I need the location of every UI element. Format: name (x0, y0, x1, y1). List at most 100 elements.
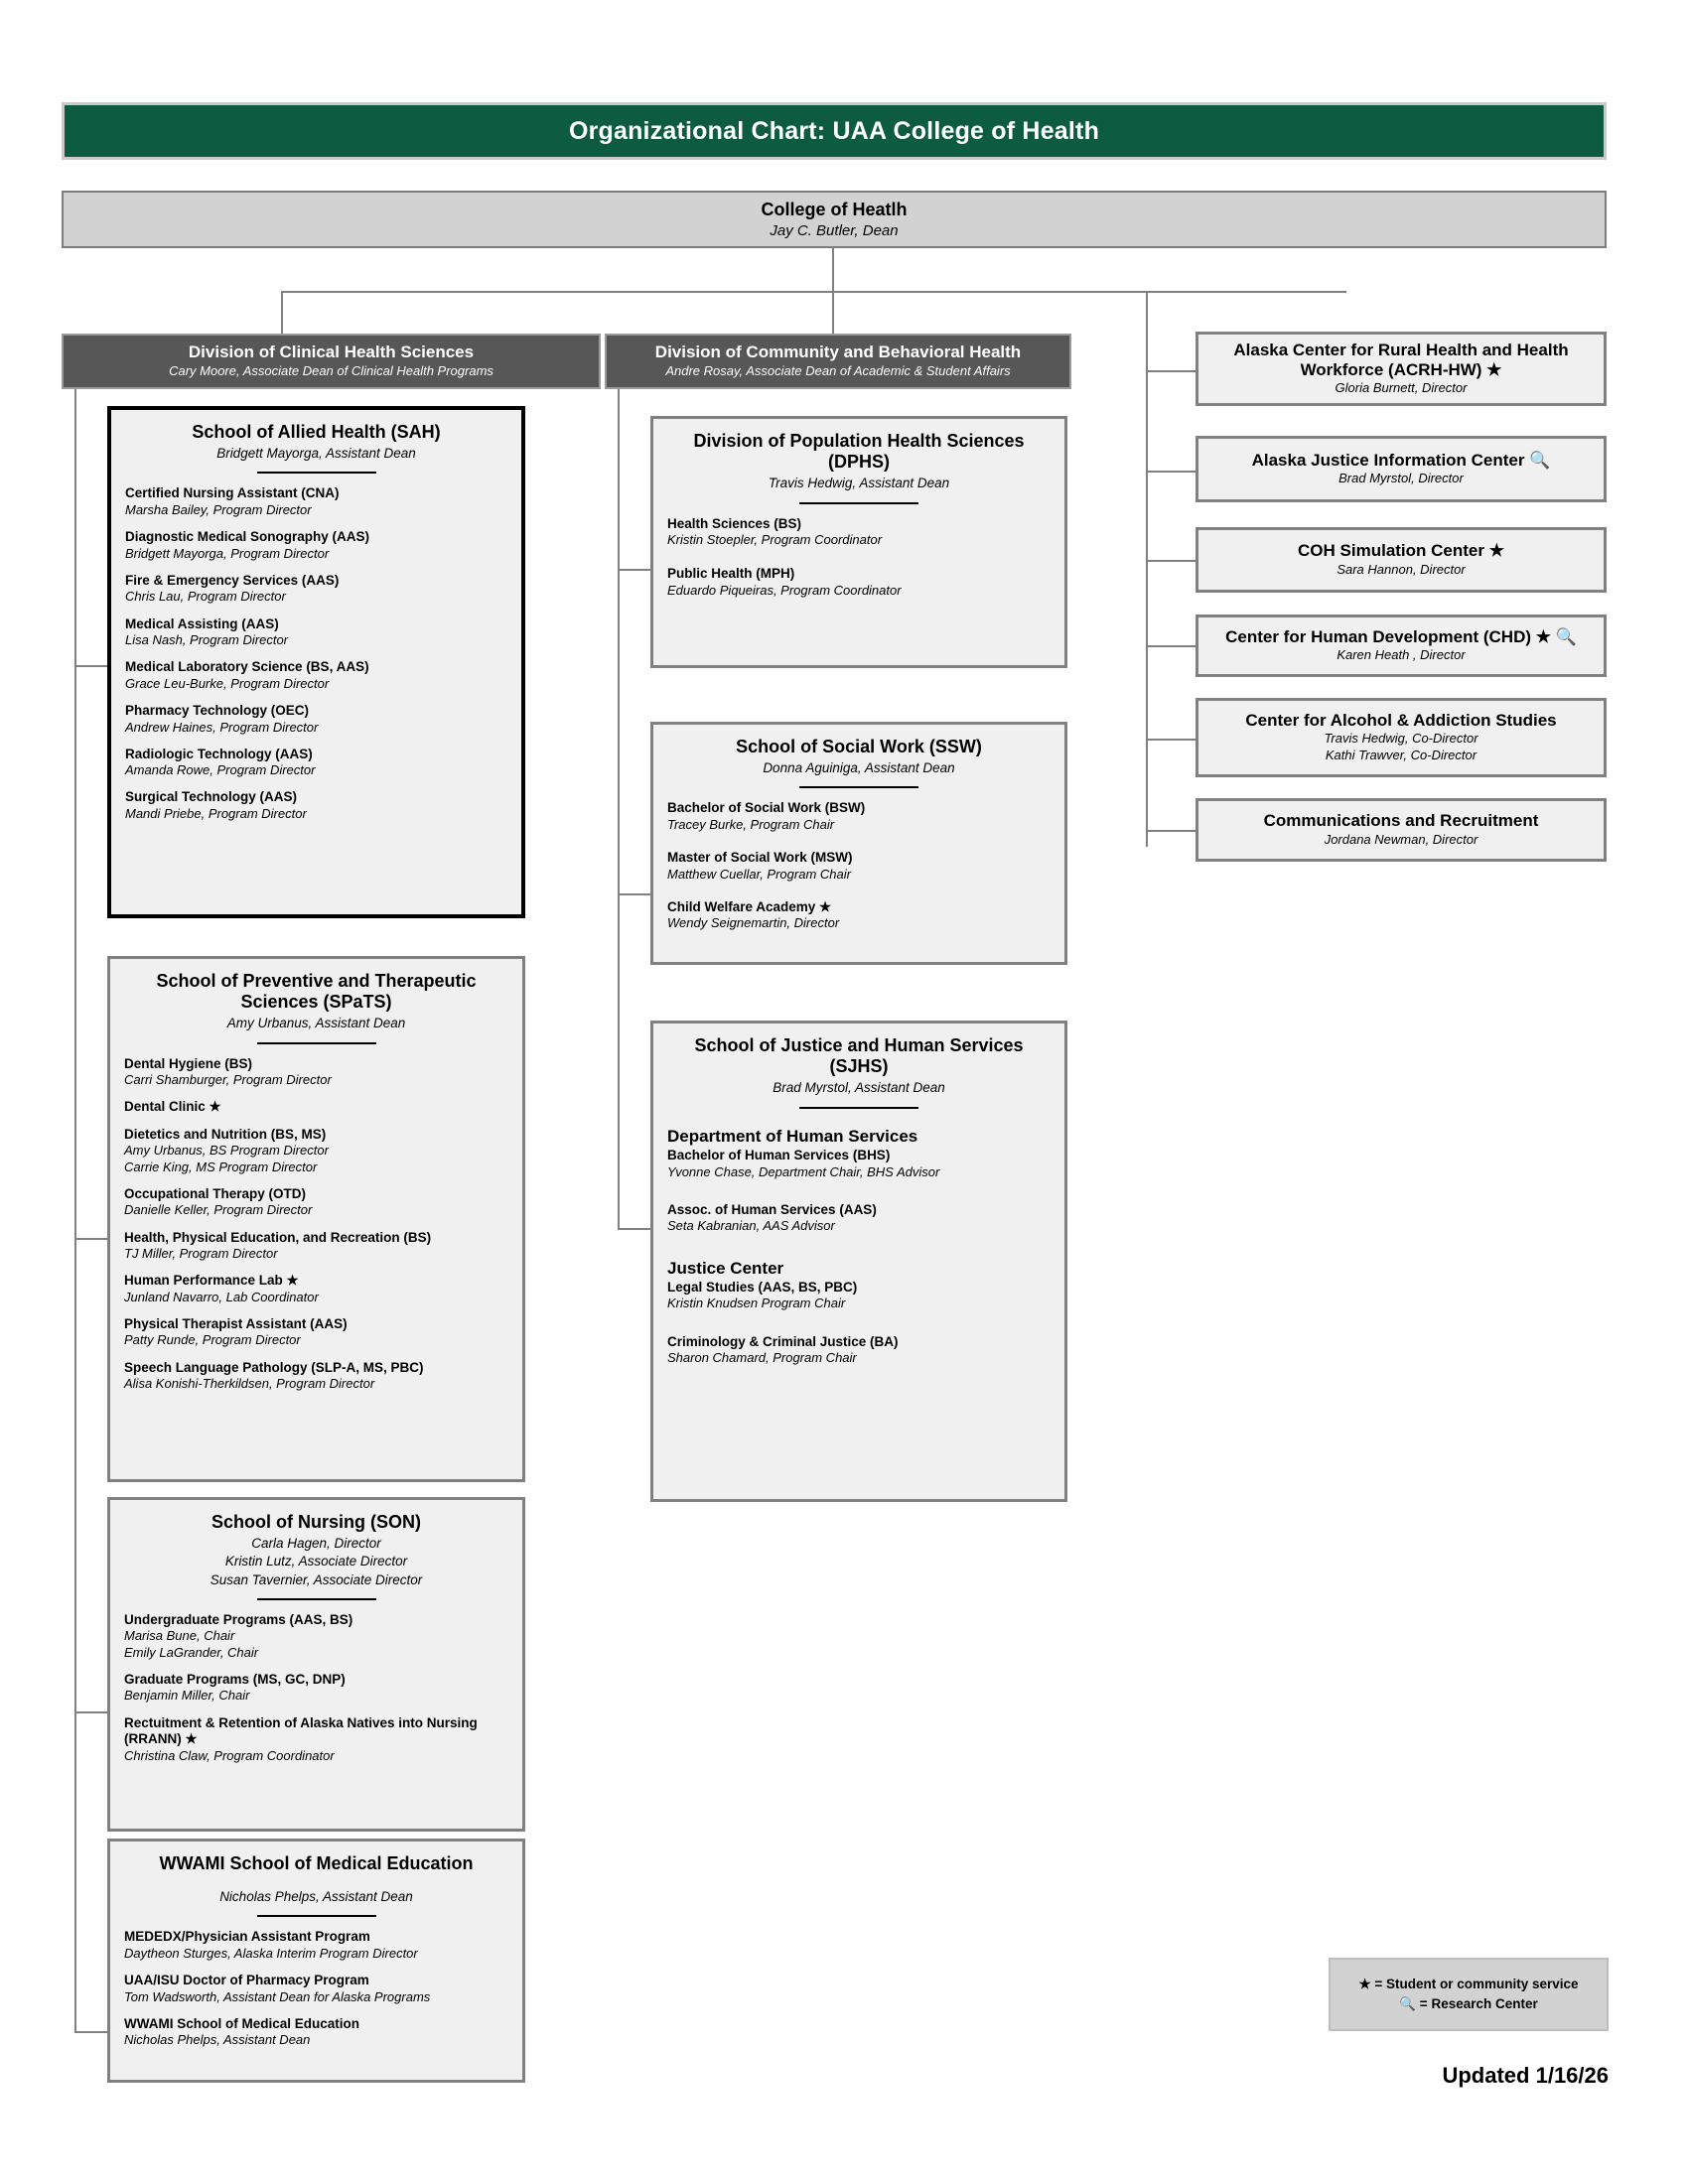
legend-line-research: 🔍 = Research Center (1399, 1996, 1538, 2011)
program-item: Bachelor of Social Work (BSW) Tracey Bur… (667, 800, 1051, 833)
center-alcohol-addiction-studies: Center for Alcohol & Addiction Studies T… (1196, 698, 1607, 777)
division-community-behavioral-health: Division of Community and Behavioral Hea… (605, 334, 1071, 389)
unit-school-of-social-work: School of Social Work (SSW) Donna Aguini… (650, 722, 1067, 965)
program-person: Mandi Priebe, Program Director (125, 805, 307, 821)
dphs-person: Travis Hedwig, Assistant Dean (768, 476, 950, 491)
connector-div2-to-dphs (618, 569, 650, 571)
center-alaska-justice-information-center: Alaska Justice Information Center 🔍 Brad… (1196, 436, 1607, 502)
wwami-person: Nicholas Phelps, Assistant Dean (219, 1889, 413, 1905)
program-name: Child Welfare Academy ★ (667, 898, 832, 914)
program-name: Health Sciences (BS) (667, 515, 802, 531)
program-item: Radiologic Technology (AAS) Amanda Rowe,… (125, 747, 507, 779)
program-name: Speech Language Pathology (SLP-A, MS, PB… (124, 1359, 424, 1375)
program-person: Daytheon Sturges, Alaska Interim Program… (124, 1945, 418, 1961)
program-item: UAA/ISU Doctor of Pharmacy Program Tom W… (124, 1973, 508, 2005)
program-name: Diagnostic Medical Sonography (AAS) (125, 529, 370, 545)
legend-line-star: ★ = Student or community service (1358, 1977, 1579, 1992)
program-item: Physical Therapist Assistant (AAS) Patty… (124, 1316, 508, 1349)
program-person: Benjamin Miller, Chair (124, 1688, 250, 1704)
program-name: MEDEDX/Physician Assistant Program (124, 1929, 370, 1945)
node-college-of-health: College of Heatlh Jay C. Butler, Dean (62, 191, 1607, 248)
center-person: Karen Heath , Director (1336, 647, 1466, 663)
program-item: Speech Language Pathology (SLP-A, MS, PB… (124, 1360, 508, 1393)
center-person: Gloria Burnett, Director (1335, 380, 1468, 396)
program-item: WWAMI School of Medical Education Nichol… (124, 2016, 508, 2049)
sjhs-person: Brad Myrstol, Assistant Dean (773, 1080, 945, 1096)
program-item: MEDEDX/Physician Assistant Program Dayth… (124, 1929, 508, 1962)
program-item: Occupational Therapy (OTD) Danielle Kell… (124, 1186, 508, 1219)
program-person: Wendy Seignemartin, Director (667, 915, 840, 931)
center-communications-recruitment: Communications and Recruitment Jordana N… (1196, 798, 1607, 862)
center-name: Center for Human Development (CHD) ★ 🔍 (1225, 626, 1577, 646)
program-name: Certified Nursing Assistant (CNA) (125, 485, 340, 501)
program-person: Yvonne Chase, Department Chair, BHS Advi… (667, 1163, 940, 1179)
connector-div2-to-sjhs (618, 1228, 650, 1230)
program-person: Kristin Knudsen Program Chair (667, 1296, 846, 1311)
center-person: Travis Hedwig, Co-Director Kathi Trawver… (1324, 731, 1478, 763)
program-name: Graduate Programs (MS, GC, DNP) (124, 1671, 346, 1687)
center-name: Alaska Justice Information Center 🔍 (1251, 450, 1551, 470)
program-name: Human Performance Lab ★ (124, 1273, 299, 1289)
connector-div1-to-sah (74, 665, 107, 667)
program-name: Assoc. of Human Services (AAS) (667, 1201, 877, 1217)
program-name: Radiologic Technology (AAS) (125, 746, 313, 761)
connector-div2-to-ssw (618, 893, 650, 895)
division-1-name: Division of Clinical Health Sciences (188, 342, 475, 362)
center-person: Brad Myrstol, Director (1338, 471, 1464, 486)
wwami-name: WWAMI School of Medical Education (159, 1853, 474, 1873)
sjhs-name: School of Justice and Human Services (SJ… (694, 1035, 1024, 1077)
program-person: Amanda Rowe, Program Director (125, 762, 316, 778)
connector-root-stem (832, 248, 834, 293)
program-person: Bridgett Mayorga, Program Director (125, 545, 330, 561)
program-person: Sharon Chamard, Program Chair (667, 1350, 857, 1366)
unit-wwami-school-of-medical-education: WWAMI School of Medical Education Nichol… (107, 1839, 525, 2083)
legend-box: ★ = Student or community service 🔍 = Res… (1329, 1958, 1609, 2031)
ssw-person: Donna Aguiniga, Assistant Dean (763, 760, 955, 776)
program-item: Graduate Programs (MS, GC, DNP) Benjamin… (124, 1672, 508, 1705)
program-name: Public Health (MPH) (667, 566, 795, 582)
unit-school-of-preventive-therapeutic-sciences: School of Preventive and Therapeutic Sci… (107, 956, 525, 1482)
program-person: Patty Runde, Program Director (124, 1332, 301, 1348)
connector-to-div2 (832, 291, 834, 336)
divider (799, 786, 918, 789)
program-name: Undergraduate Programs (AAS, BS) (124, 1611, 353, 1627)
program-person: Andrew Haines, Program Director (125, 719, 319, 735)
connector-center-4 (1146, 645, 1196, 647)
program-name: Master of Social Work (MSW) (667, 850, 853, 866)
program-person: Tracey Burke, Program Chair (667, 816, 835, 832)
program-item: Dental Clinic ★ (124, 1099, 508, 1115)
program-person: Junland Navarro, Lab Coordinator (124, 1289, 319, 1304)
root-name: College of Heatlh (761, 200, 908, 219)
connector-div1-to-wwami (74, 2031, 107, 2033)
program-item: Medical Assisting (AAS) Lisa Nash, Progr… (125, 616, 507, 649)
program-name: Bachelor of Social Work (BSW) (667, 800, 866, 816)
program-item: Undergraduate Programs (AAS, BS) Marisa … (124, 1612, 508, 1661)
center-name: Center for Alcohol & Addiction Studies (1245, 710, 1557, 730)
program-item: Bachelor of Human Services (BHS) Yvonne … (667, 1148, 1051, 1180)
divider (256, 1041, 376, 1044)
program-item: Legal Studies (AAS, BS, PBC) Kristin Knu… (667, 1280, 1051, 1312)
program-person: Matthew Cuellar, Program Chair (667, 866, 851, 882)
program-person: Eduardo Piqueiras, Program Coordinator (667, 582, 902, 598)
connector-root-bus (281, 291, 1346, 293)
program-name: Legal Studies (AAS, BS, PBC) (667, 1279, 858, 1295)
program-person: Carri Shamburger, Program Director (124, 1072, 332, 1088)
connector-to-div1 (281, 291, 283, 336)
program-person: Amy Urbanus, BS Program Director Carrie … (124, 1143, 329, 1174)
program-item: Pharmacy Technology (OEC) Andrew Haines,… (125, 703, 507, 736)
unit-school-of-nursing: School of Nursing (SON) Carla Hagen, Dir… (107, 1497, 525, 1832)
program-item: Dietetics and Nutrition (BS, MS) Amy Urb… (124, 1127, 508, 1175)
group-department-of-human-services: Department of Human Services Bachelor of… (667, 1127, 1051, 1235)
program-item: Dental Hygiene (BS) Carri Shamburger, Pr… (124, 1056, 508, 1089)
program-person: Nicholas Phelps, Assistant Dean (124, 2032, 311, 2048)
program-person: Lisa Nash, Program Director (125, 632, 288, 648)
center-coh-simulation-center: COH Simulation Center ★ Sara Hannon, Dir… (1196, 527, 1607, 593)
program-person: Christina Claw, Program Coordinator (124, 1747, 335, 1763)
connector-div1-spine (74, 389, 76, 2031)
division-1-person: Cary Moore, Associate Dean of Clinical H… (169, 362, 493, 378)
program-person: Marsha Bailey, Program Director (125, 501, 312, 517)
division-2-name: Division of Community and Behavioral Hea… (654, 342, 1022, 362)
program-name: Medical Laboratory Science (BS, AAS) (125, 659, 369, 675)
program-item: Public Health (MPH) Eduardo Piqueiras, P… (667, 566, 1051, 599)
